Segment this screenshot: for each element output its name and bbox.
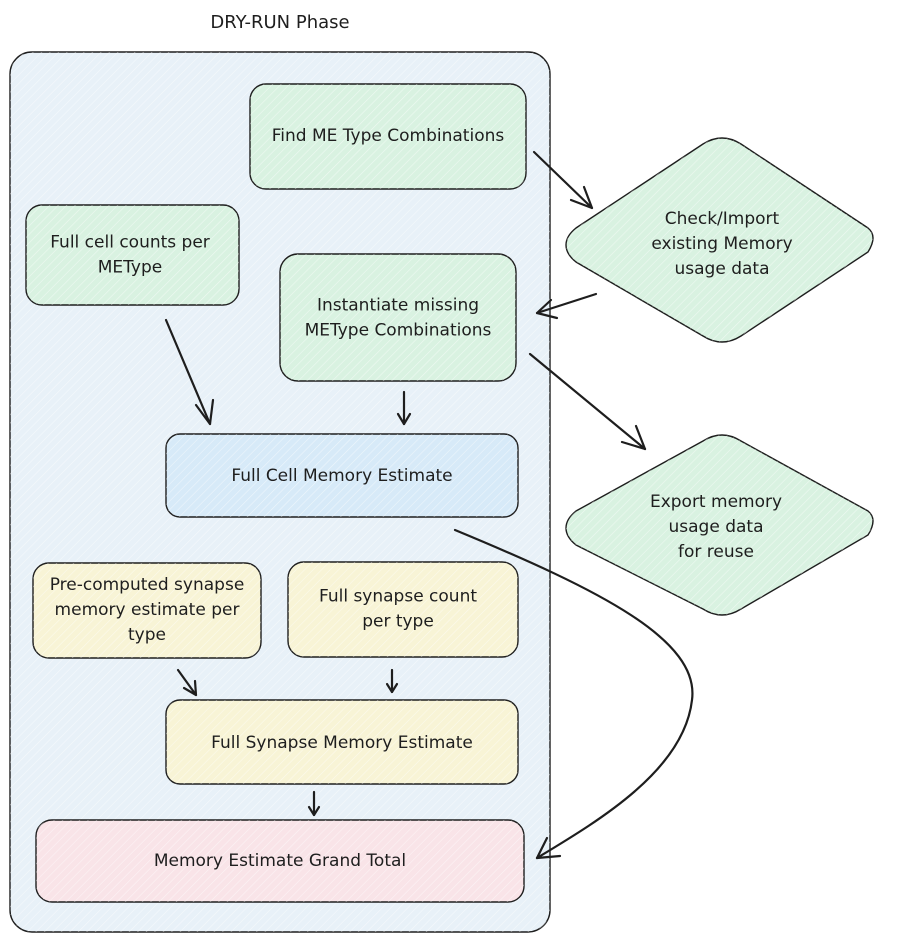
node-check-import-memory-data: Check/Import existing Memory usage data [565,137,874,343]
node-label: Memory Estimate Grand Total [154,851,406,871]
node-label-line: usage data [669,517,764,537]
node-precomputed-synapse-memory: Pre-computed synapse memory estimate per t… [32,562,262,659]
edge-cell-counts-to-cell-memory [164,318,212,426]
node-label-line: Export memory [650,492,782,512]
node-label: Full Cell Memory Estimate [231,466,452,486]
node-label-line: Check/Import [665,209,780,229]
node-label-line: METype [98,258,162,278]
node-label-line: Instantiate missing [317,296,479,316]
node-full-synapse-memory-estimate: Full Synapse Memory Estimate [165,699,519,785]
node-label-line: per type [362,612,434,632]
node-label-line: Full cell counts per [50,233,210,253]
node-label-line: Pre-computed synapse [50,575,245,595]
node-label-line: Memory Estimate Grand Total [154,851,406,871]
edge-instantiate-to-export [528,352,647,451]
diagram-title: DRY-RUN Phase [210,12,349,33]
node-label-line: Full Synapse Memory Estimate [211,733,473,753]
node-label: Find ME Type Combinations [272,126,505,146]
node-memory-estimate-grand-total: Memory Estimate Grand Total [35,819,525,903]
node-label: Full synapse count per type [319,587,477,632]
node-label-line: Full Cell Memory Estimate [231,466,452,486]
edge-cell-memory-to-grand-total [453,528,694,860]
node-label-line: existing Memory [651,234,792,254]
node-label: Export memory usage data for reuse [650,492,782,562]
edge-precomputed-to-synapse-memory [176,668,198,697]
edge-check-import-to-instantiate [535,292,598,315]
node-label: Full Synapse Memory Estimate [211,733,473,753]
node-label: Check/Import existing Memory usage data [651,209,792,279]
node-export-memory-data: Export memory usage data for reuse [565,434,874,616]
node-label: Pre-computed synapse memory estimate per t… [50,575,245,645]
edge-find-me-to-check-import [532,150,594,210]
node-label-line: Find ME Type Combinations [272,126,505,146]
node-label-line: memory estimate per [55,600,240,620]
edges [164,150,694,860]
node-label-line: METype Combinations [305,321,492,341]
node-label-line: usage data [675,259,770,279]
node-full-synapse-count: Full synapse count per type [287,561,519,658]
node-find-me-type-combinations: Find ME Type Combinations [249,83,527,190]
node-label-line: for reuse [678,542,754,562]
node-full-cell-memory-estimate: Full Cell Memory Estimate [165,433,519,518]
node-label-line: type [128,625,166,645]
node-label-line: Full synapse count [319,587,477,607]
